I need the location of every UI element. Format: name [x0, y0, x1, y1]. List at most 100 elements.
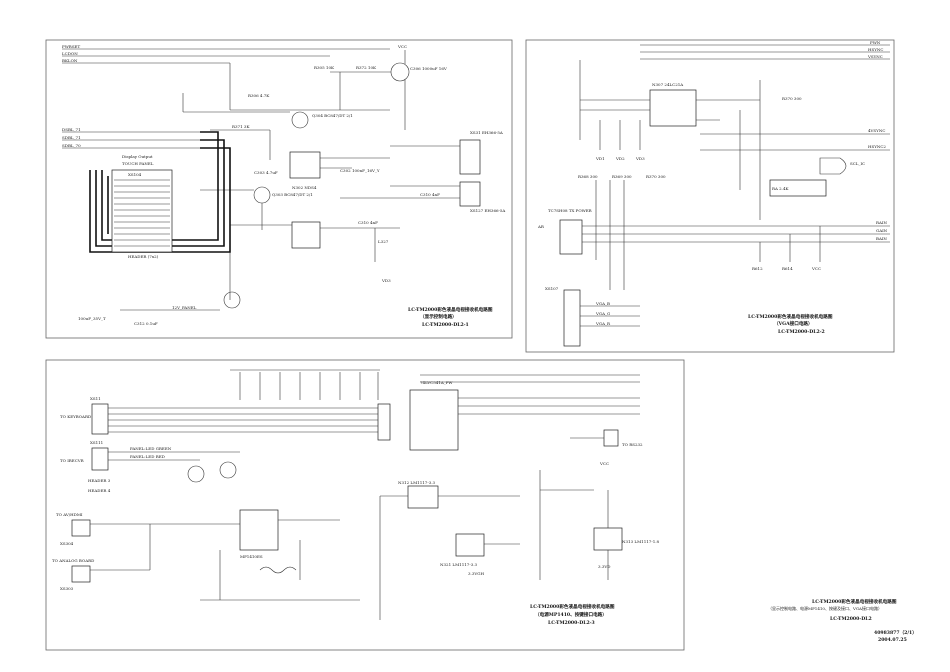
net-sdbl-71: SDBL_71 [62, 135, 81, 140]
connector-title: Display Output [122, 154, 153, 159]
panel1-caption: LC-TM2000彩色液晶电视接收机电路图 [408, 306, 493, 313]
label-74lvc: 74LVC541A_PW [420, 380, 453, 385]
panel2-code: LC-TM2000-DL2-2 [778, 329, 825, 335]
ldo-n321 [455, 533, 485, 557]
net-lcdon: LCDON [62, 51, 78, 56]
net-vsync: VSYNC [867, 54, 883, 59]
gate-symbol [819, 157, 847, 175]
inductor [259, 566, 297, 574]
panel-3-frame [45, 359, 685, 651]
label-header4: HEADER 4 [88, 488, 111, 493]
panel3-caption: LC-TM2000彩色液晶电视接收机电路图 [530, 603, 615, 610]
part-l327: C310 4nF [358, 220, 378, 225]
net-bain: BAIN [876, 236, 887, 241]
net-scl: SCL_IC [850, 161, 865, 166]
label-n313: N313 LM1117-1.8 [622, 539, 660, 544]
footer-date: 2004.07.25 [878, 637, 907, 643]
label-header3: HEADER 3 [88, 478, 111, 483]
part-12v-panel: 12V_PANEL [172, 305, 197, 310]
panel-power-key: TO KEYBOARD XS11 TO IRECVR HEADER 3 PANE… [45, 359, 685, 651]
part-xs107: XS107 [545, 286, 559, 291]
ldo-n312 [407, 485, 439, 509]
label-led-green: PANEL:LED GREEN [130, 446, 172, 451]
connector-rs232 [603, 429, 619, 447]
part-c312: C312 0.1uF [134, 321, 158, 326]
label-to-irecvr: TO IRECVR [60, 458, 85, 463]
resistor-array [377, 403, 391, 441]
vga-connector [559, 219, 583, 255]
label-mp1410: MP1410ES [240, 554, 263, 559]
part-tc7sh08: RA 2.4K [772, 186, 790, 191]
connector-xs111 [91, 447, 109, 471]
mosfet-n302 [289, 151, 321, 179]
footer-subtitle: （显示控制电路、电源MP1410、按键及接口、VGA接口电路） [768, 605, 882, 611]
net-vga-r: VGA_R [595, 321, 611, 326]
part-vd2: VD2 [615, 156, 625, 161]
title-block: LC-TM2000彩色液晶电视接收机电路图 （显示控制电路、电源MP1410、按… [768, 598, 917, 643]
net-pwn: PWN [870, 40, 881, 45]
net-vga-b: VGA_B [595, 301, 610, 306]
buffer-ic [409, 389, 459, 451]
footer-title: LC-TM2000彩色液晶电视接收机电路图 [812, 598, 897, 605]
connector-ref: XS104 [128, 172, 142, 177]
panel1-code: LC-TM2000-DL2-1 [422, 322, 469, 328]
net-hsync2: HSYNC2 [868, 144, 886, 149]
part-vd3: VD3 [381, 278, 391, 283]
part-xs127: XS127 EH366-5A [470, 208, 505, 213]
part-q304: Q304 BC847/DT 2/1 [312, 113, 353, 118]
part-r372: R372 10K [356, 65, 377, 70]
part-vga-input: TC7SH08 TX POWER [548, 208, 593, 213]
net-sdbl-70: SDBL_70 [62, 143, 81, 148]
regulator-mp1410 [239, 509, 279, 551]
part-xs31: XS31 EH366-5A [470, 130, 503, 135]
panel3-caption-sub: （电源MP1410、按键接口电路） [535, 611, 607, 618]
panel-1-frame [45, 39, 513, 339]
footer-code: LC-TM2000-DL2 [830, 616, 872, 622]
label-n312: N312 LM1117-3.3 [398, 480, 436, 485]
part-c310-cap: 100uF_35V_T [78, 316, 106, 321]
part-r368: R368 300 [578, 174, 598, 179]
connector-xs303 [71, 565, 91, 583]
part-n307: N307 24LC21A [652, 82, 683, 87]
connector-xs127 [459, 181, 481, 207]
part-r371: R371 3K [232, 124, 250, 129]
label-to-keyboard: TO KEYBOARD [60, 414, 91, 419]
net-4vsync: 4VSYNC [868, 128, 885, 133]
part-vd1: VD1 [595, 156, 605, 161]
label-xs304: XS304 [60, 541, 74, 546]
part-r370: R370 300 [646, 174, 666, 179]
panel3-code: LC-TM2000-DL2-3 [548, 620, 595, 626]
connector-xs107 [563, 289, 581, 347]
part-c310: C310 4nF [420, 192, 440, 197]
label-to-analog: TO ANALOG BOARD [52, 558, 94, 563]
connector-xs304 [71, 519, 91, 537]
part-r610: R612 [752, 266, 763, 271]
connector-pins [114, 179, 170, 247]
mosfet-n303 [291, 221, 321, 249]
part-c302: C302 100nF_16V_Y [340, 168, 380, 173]
panel-2-frame [525, 39, 895, 353]
part-vcc-1: VCC [397, 44, 407, 49]
panel-vga-interface: PWN HSYNC VSYNC N307 24LC21A VD1 VD2 VD3… [525, 39, 895, 353]
net-gain: GAIN [876, 228, 888, 233]
ldo-n313 [593, 527, 623, 551]
net-dsbl-71: DSBL_71 [62, 127, 81, 132]
part-q305: C306 1000uF 16V [410, 66, 447, 71]
pullup-resistors [239, 372, 379, 400]
part-vd3b: VD3 [635, 156, 645, 161]
label-xs11: XS11 [90, 396, 101, 401]
part-r369: R369 300 [612, 174, 632, 179]
panel2-caption: LC-TM2000彩色液晶电视接收机电路图 [748, 313, 833, 320]
label-xs303: XS303 [60, 586, 74, 591]
label-3v3gh: 3.3VGH [468, 571, 484, 576]
label-to-rs232: TO RS232 [622, 442, 643, 447]
net-hsync: HSYNC [868, 47, 883, 52]
net-rain: RAIN [876, 220, 887, 225]
part-r306: R306 4.7K [248, 93, 270, 98]
label-n321: N321 LM1117-3.3 [440, 562, 478, 567]
panel-display-control: PWRSET LCDON BKLON C306 1000uF 16V Q304 … [45, 39, 513, 339]
part-n302: N302 NDS4 [292, 185, 317, 190]
part-c306: L327 [378, 239, 389, 244]
part-c303: C303 4.7uF [254, 170, 278, 175]
net-pwrset: PWRSET [62, 44, 80, 49]
